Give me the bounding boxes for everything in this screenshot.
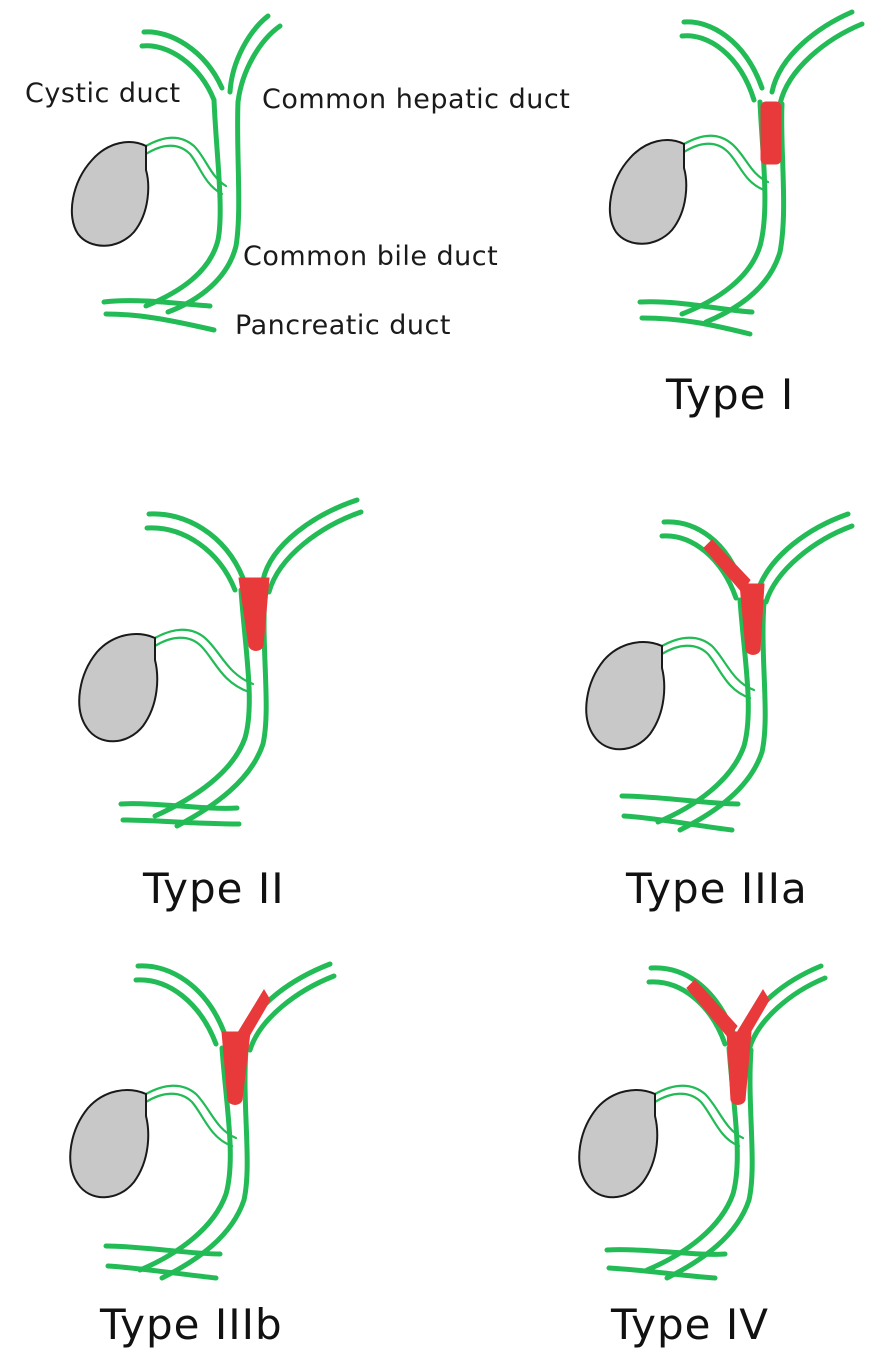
- panel-type-2: Type II: [75, 498, 375, 918]
- panel-type-4: Type IV: [575, 960, 875, 1360]
- type-4-biliary-diagram: [575, 960, 875, 1290]
- gallbladder-shape: [70, 1090, 148, 1197]
- annotation-cystic-duct: Cystic duct: [25, 78, 181, 109]
- panel-type-1: Type I: [600, 10, 860, 420]
- panel-type-3b: Type IIIb: [70, 960, 370, 1360]
- type-label: Type IIIa: [626, 864, 808, 913]
- annotation-pancreatic-duct: Pancreatic duct: [235, 310, 451, 341]
- type-3a-biliary-diagram: [578, 510, 878, 840]
- gallbladder-shape: [586, 642, 664, 749]
- stricture-confluence: [727, 1032, 751, 1105]
- cystic-duct: [684, 136, 768, 190]
- stricture-right-hepatic-duct: [687, 980, 737, 1038]
- gallbladder-shape: [610, 140, 686, 244]
- type-label: Type IV: [611, 1300, 769, 1349]
- panel-type-3a: Type IIIa: [578, 510, 878, 910]
- type-label: Type IIIb: [100, 1300, 283, 1349]
- annotation-common-hepatic-duct: Common hepatic duct: [262, 84, 570, 115]
- cystic-duct: [655, 1086, 743, 1146]
- stricture-left-hepatic-duct: [735, 990, 769, 1038]
- gallbladder-shape: [72, 142, 148, 246]
- stricture-common-hepatic-duct: [761, 102, 781, 164]
- cystic-duct: [662, 638, 754, 698]
- stricture-left-hepatic-duct: [236, 990, 270, 1038]
- gallbladder-shape: [79, 634, 157, 741]
- duct-walls: [121, 500, 361, 826]
- cystic-duct: [155, 630, 253, 692]
- panel-normal: Cystic duct Common hepatic duct Common b…: [60, 10, 320, 340]
- gallbladder-shape: [579, 1090, 657, 1197]
- type-2-biliary-diagram: [75, 498, 375, 838]
- type-1-biliary-diagram: [600, 10, 860, 340]
- type-label: Type I: [666, 370, 794, 419]
- type-3b-biliary-diagram: [70, 960, 370, 1290]
- cystic-duct: [146, 138, 226, 194]
- type-label: Type II: [143, 864, 285, 913]
- annotation-common-bile-duct: Common bile duct: [243, 241, 498, 272]
- normal-biliary-diagram: [60, 10, 320, 340]
- cystic-duct: [146, 1086, 236, 1146]
